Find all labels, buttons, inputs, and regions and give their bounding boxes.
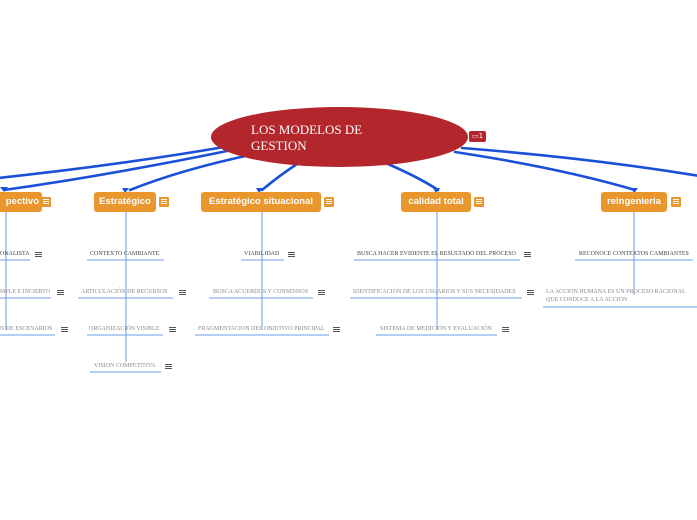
comment-badge[interactable]: ▭1	[469, 131, 486, 142]
leaf-menu-icon[interactable]	[179, 290, 186, 296]
leaf-complejo[interactable]: MPLE E INCIERTO	[0, 289, 51, 295]
leaf-vision-competitiva[interactable]: VISION COMPETITIVA	[94, 363, 156, 369]
branch-situacional[interactable]: Estratégico situacional	[201, 192, 321, 212]
comment-icon: ▭	[471, 132, 479, 140]
leaf-menu-icon[interactable]	[318, 290, 325, 296]
leaf-menu-icon[interactable]	[333, 327, 340, 333]
branch-prospectivo[interactable]: pectivo	[0, 192, 42, 212]
branch-calidad-label: calidad total	[408, 196, 464, 207]
leaf-viabilidad[interactable]: VIABILIDAD	[244, 251, 280, 257]
branch-situacional-label: Estratégico situacional	[208, 196, 313, 207]
wire-root-reingenieria	[453, 150, 637, 192]
arrow-reingenieria	[631, 188, 638, 193]
arrow-situacional	[256, 188, 263, 193]
leaf-acuerdos[interactable]: BUSCA ACUERDOS Y CONSENSOS	[213, 289, 309, 295]
wire-root-calidad	[386, 162, 440, 192]
arrow-prospectivo	[0, 187, 8, 192]
leaf-menu-icon[interactable]	[165, 364, 172, 370]
leaf-fragmentacion[interactable]: FRAGMENTACION DEL OBJETIVO PRINCIPAL	[198, 326, 325, 332]
leaf-menu-icon[interactable]	[61, 327, 68, 333]
arrow-calidad	[433, 188, 440, 193]
branch-situacional-menu-icon[interactable]	[324, 197, 334, 207]
branch-prospectivo-menu-icon[interactable]	[41, 197, 51, 207]
leaf-sistema-medicion[interactable]: SISTEMA DE MEDICIÓN Y EVALUACIÓN	[380, 326, 492, 332]
root-title: LOS MODELOS DE GESTION	[251, 122, 363, 153]
comment-count: 1	[478, 132, 484, 140]
leaf-escenarios[interactable]: N DE ESCENARIOS	[0, 326, 53, 332]
leaf-contexto-cambiante[interactable]: CONTEXTO CAMBIANTE	[90, 251, 160, 257]
leaf-identificacion-usuarios[interactable]: IDENTIFICACIÓN DE LOS USUARIOS Y SUS NEC…	[353, 289, 516, 295]
branch-calidad-total[interactable]: calidad total	[401, 192, 471, 212]
leaf-menu-icon[interactable]	[57, 290, 64, 296]
leaf-menu-icon[interactable]	[288, 252, 295, 258]
arrow-estrategico	[122, 188, 129, 193]
branch-reingenieria[interactable]: reingenieria	[601, 192, 667, 212]
leaf-menu-icon[interactable]	[502, 327, 509, 333]
leaf-busca-hacer-evidente[interactable]: BUSCA HACER EVIDENTE EL RESULTADO DEL PR…	[357, 251, 516, 257]
leaf-organizacion[interactable]: ORGANIZACIÓN VISIBLE	[89, 326, 160, 332]
branch-estrategico-label: Estratégico	[99, 196, 151, 207]
leaf-accion-humana[interactable]: LA ACCION HUMANA ES UN PROCESO RACIONAL …	[546, 289, 686, 303]
leaf-reconoce-contextos[interactable]: RECONOCE CONTEXTOS CAMBIANTES	[579, 251, 689, 257]
branch-estrategico-menu-icon[interactable]	[159, 197, 169, 207]
branch-reingenieria-menu-icon[interactable]	[671, 197, 681, 207]
wire-root-prospectivo	[0, 144, 232, 180]
leaf-menu-icon[interactable]	[527, 290, 534, 296]
leaf-menu-icon[interactable]	[524, 252, 531, 258]
leaf-normalista[interactable]: ONALISTA	[0, 251, 30, 257]
branch-reingenieria-label: reingenieria	[607, 196, 661, 207]
wire-root-prospectivo-2	[2, 148, 234, 192]
branch-prospectivo-label: pectivo	[5, 196, 39, 207]
branch-estrategico[interactable]: Estratégico	[94, 192, 156, 212]
wire-root-situacional	[260, 160, 302, 192]
wire-root-offscreen	[460, 146, 697, 177]
leaf-menu-icon[interactable]	[35, 252, 42, 258]
leaf-menu-icon[interactable]	[169, 327, 176, 333]
branch-calidad-menu-icon[interactable]	[474, 197, 484, 207]
leaf-articulacion[interactable]: ARTICULACIÓN DE RECURSOS	[81, 289, 168, 295]
wire-root-estrategico	[128, 153, 252, 192]
root-node[interactable]: LOS MODELOS DE GESTION	[211, 107, 468, 167]
